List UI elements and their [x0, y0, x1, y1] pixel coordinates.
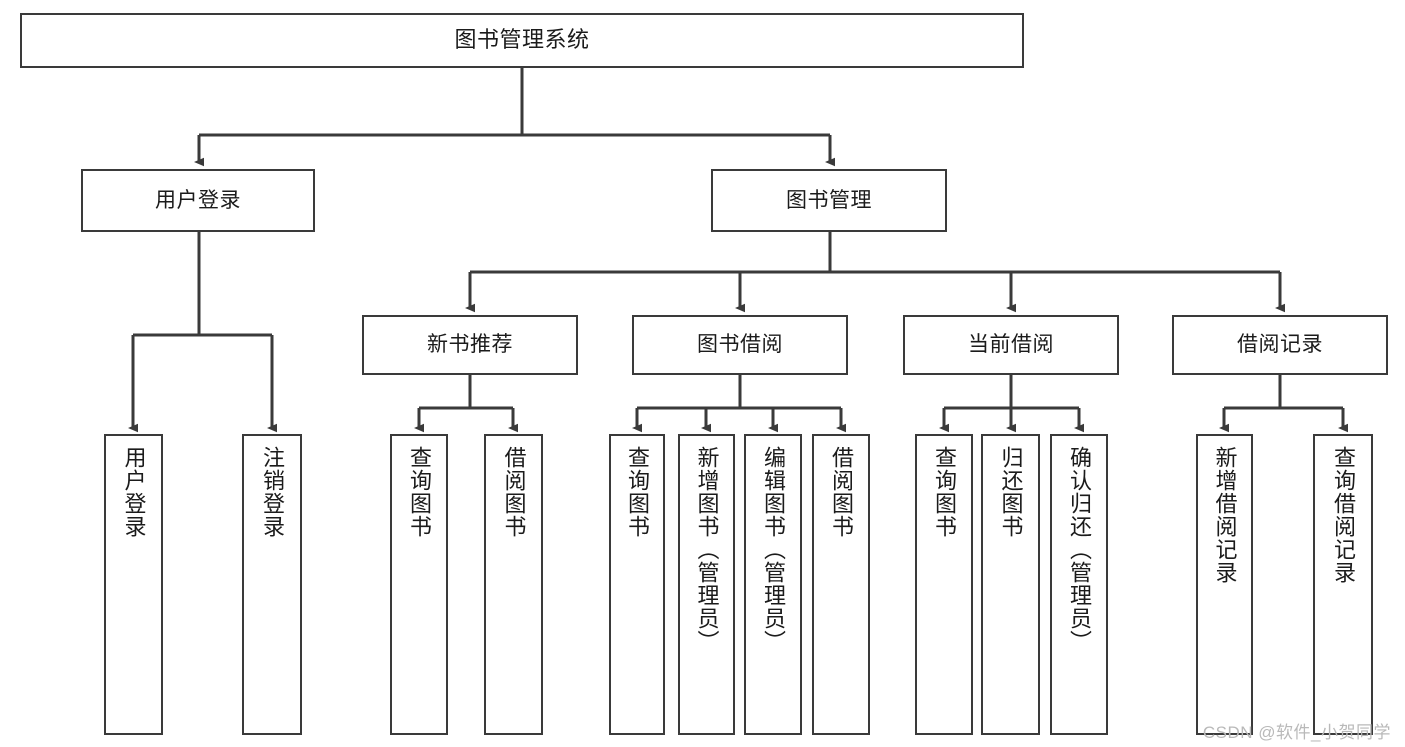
- node-new-book-recommend[interactable]: 新书推荐: [362, 315, 578, 375]
- node-label: 查询图书: [932, 446, 957, 538]
- node-library-management-system[interactable]: 图书管理系统: [20, 13, 1024, 68]
- leaf-user-login[interactable]: 用户登录: [104, 434, 163, 735]
- node-label: 新增借阅记录: [1212, 446, 1238, 584]
- leaf-borrow-book[interactable]: 借阅图书: [812, 434, 870, 735]
- node-label: 注销登录: [260, 446, 285, 538]
- node-label: 用户登录: [121, 446, 147, 538]
- leaf-return-book[interactable]: 归还图书: [981, 434, 1040, 735]
- node-label: 借阅图书: [501, 446, 527, 538]
- node-label: 当前借阅: [968, 333, 1054, 357]
- node-label: 新书推荐: [427, 333, 513, 357]
- node-label: 查询图书: [407, 446, 432, 538]
- node-borrow-record[interactable]: 借阅记录: [1172, 315, 1388, 375]
- leaf-edit-book-admin[interactable]: 编辑图书（管理员）: [744, 434, 802, 735]
- node-book-borrow[interactable]: 图书借阅: [632, 315, 848, 375]
- leaf-query-book-new[interactable]: 查询图书: [390, 434, 448, 735]
- leaf-query-book-borrow[interactable]: 查询图书: [609, 434, 665, 735]
- node-label: 归还图书: [998, 446, 1024, 538]
- node-current-borrow[interactable]: 当前借阅: [903, 315, 1119, 375]
- leaf-add-borrow-record[interactable]: 新增借阅记录: [1196, 434, 1253, 735]
- node-label: 图书管理: [786, 188, 872, 212]
- leaf-confirm-return-admin[interactable]: 确认归还（管理员）: [1050, 434, 1108, 735]
- node-label: 图书借阅: [697, 333, 783, 357]
- leaf-borrow-book-new[interactable]: 借阅图书: [484, 434, 543, 735]
- node-user-login[interactable]: 用户登录: [81, 169, 315, 232]
- leaf-query-book-current[interactable]: 查询图书: [915, 434, 973, 735]
- node-label: 借阅记录: [1237, 333, 1323, 357]
- node-label: 确认归还（管理员）: [1067, 446, 1092, 653]
- node-label: 新增图书（管理员）: [694, 446, 720, 653]
- node-book-management[interactable]: 图书管理: [711, 169, 947, 232]
- leaf-query-borrow-record[interactable]: 查询借阅记录: [1313, 434, 1373, 735]
- node-label: 图书管理系统: [454, 27, 590, 53]
- node-label: 查询借阅记录: [1331, 446, 1356, 584]
- leaf-add-book-admin[interactable]: 新增图书（管理员）: [678, 434, 735, 735]
- node-label: 用户登录: [155, 188, 241, 212]
- watermark: CSDN @软件_小贺同学: [1202, 723, 1391, 742]
- node-label: 借阅图书: [829, 446, 854, 538]
- node-label: 编辑图书（管理员）: [761, 446, 786, 653]
- node-label: 查询图书: [625, 446, 650, 538]
- leaf-logout[interactable]: 注销登录: [242, 434, 302, 735]
